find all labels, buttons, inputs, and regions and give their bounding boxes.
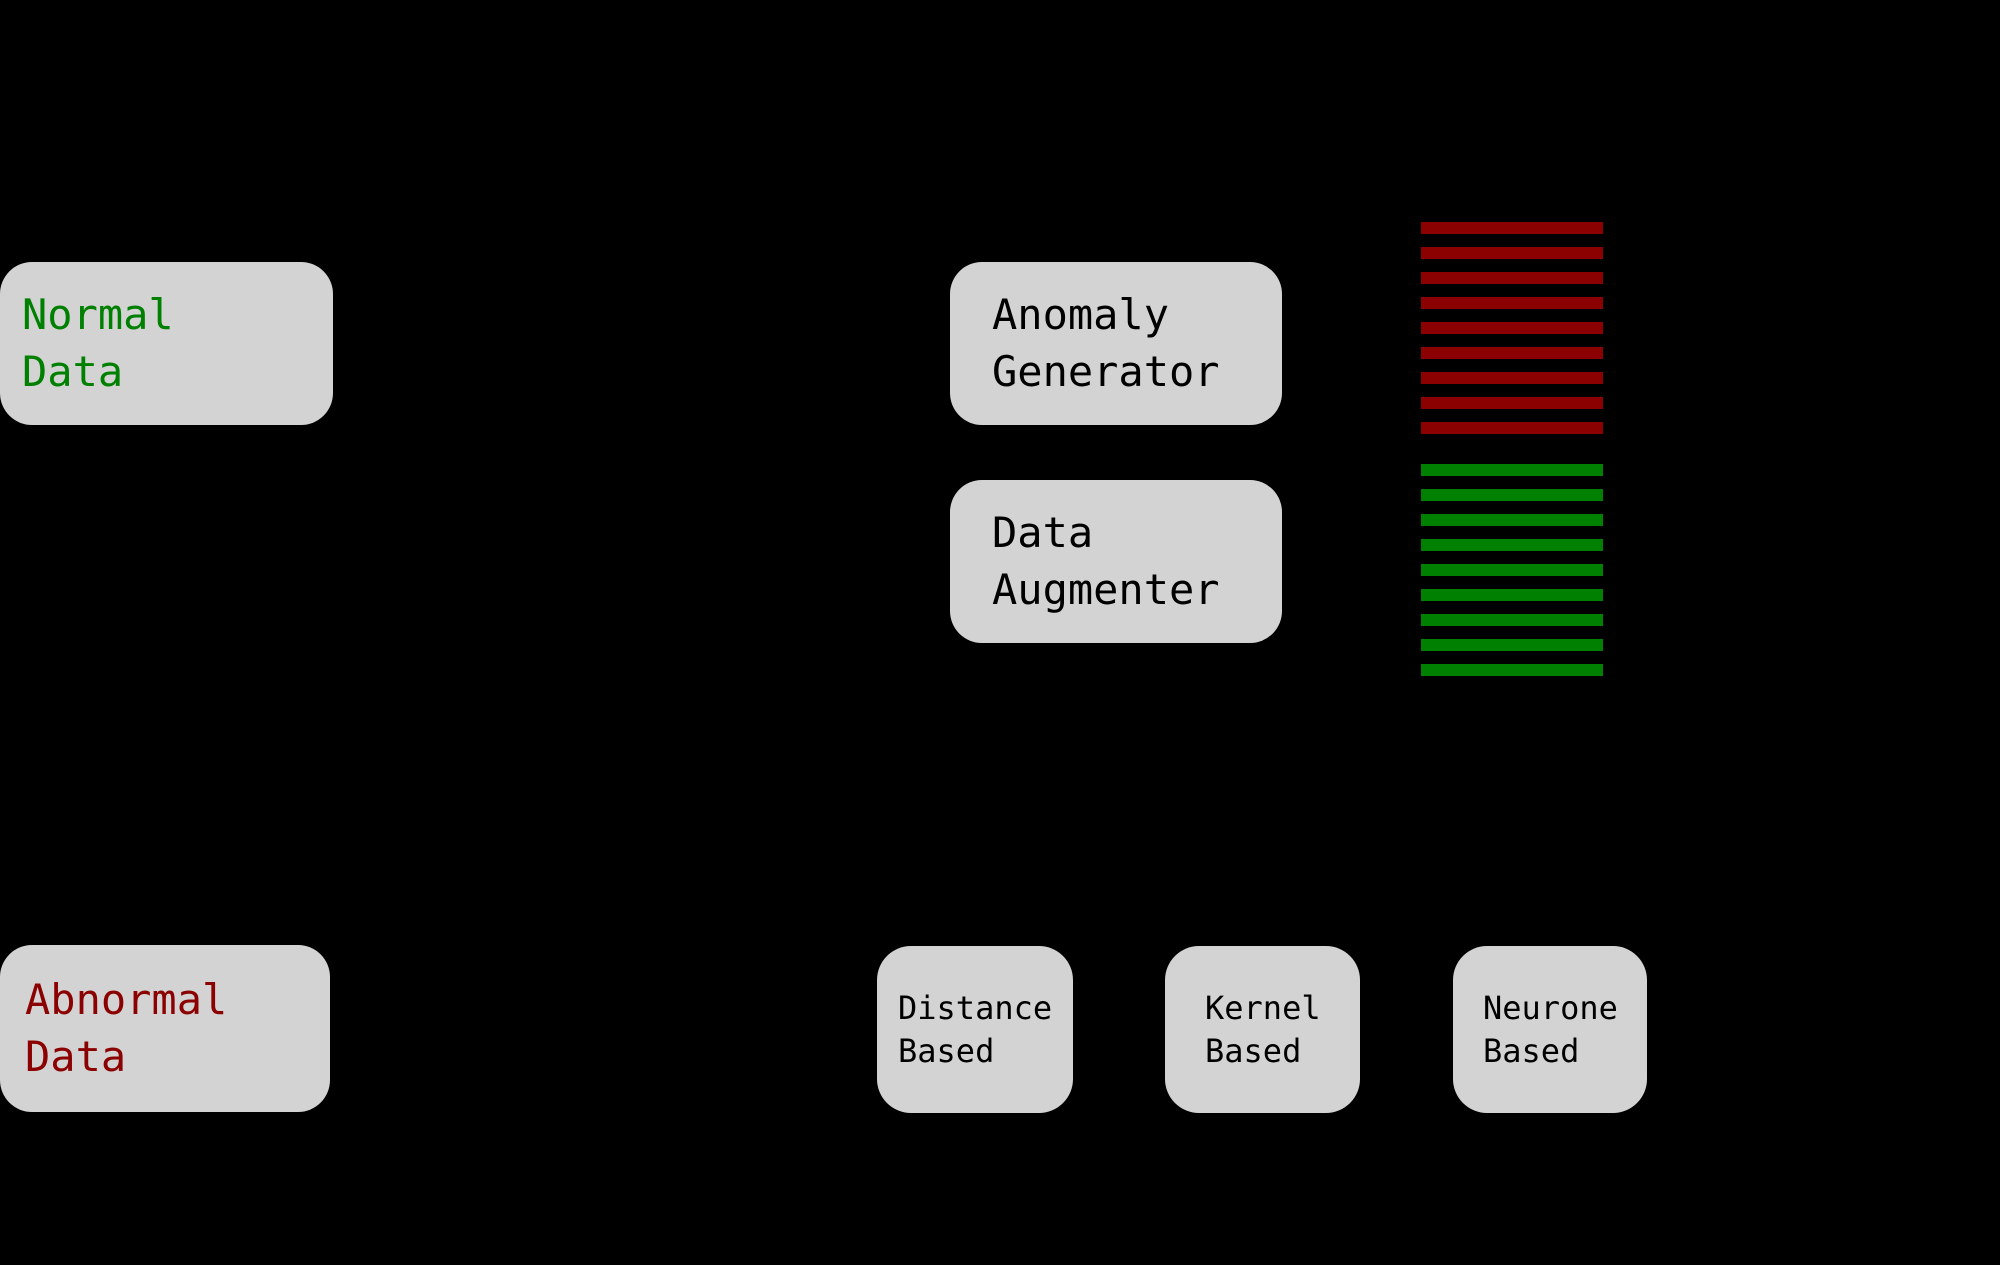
node-kernel-based: Kernel Based (1165, 946, 1360, 1113)
stripe (1421, 222, 1603, 234)
node-data-augmenter: Data Augmenter (950, 480, 1282, 643)
node-normal-data-label: Normal Data (22, 290, 174, 396)
normal-data-stripes (1421, 464, 1603, 676)
node-normal-data: Normal Data (0, 262, 333, 425)
stripe (1421, 397, 1603, 409)
node-neurone-based: Neurone Based (1453, 946, 1647, 1113)
node-neurone-based-label: Neurone Based (1483, 988, 1618, 1070)
node-kernel-based-label: Kernel Based (1205, 988, 1321, 1070)
stripe (1421, 464, 1603, 476)
stripe (1421, 564, 1603, 576)
node-abnormal-data: Abnormal Data (0, 945, 330, 1112)
anomaly-data-stripes (1421, 222, 1603, 434)
stripe (1421, 247, 1603, 259)
stripe (1421, 489, 1603, 501)
stripe (1421, 664, 1603, 676)
stripe (1421, 322, 1603, 334)
stripe (1421, 347, 1603, 359)
stripe (1421, 422, 1603, 434)
stripe (1421, 614, 1603, 626)
stripe (1421, 297, 1603, 309)
stripe (1421, 639, 1603, 651)
node-anomaly-generator: Anomaly Generator (950, 262, 1282, 425)
node-abnormal-data-label: Abnormal Data (25, 975, 228, 1081)
stripe (1421, 514, 1603, 526)
stripe (1421, 272, 1603, 284)
stripe (1421, 589, 1603, 601)
node-distance-based-label: Distance Based (898, 988, 1053, 1070)
node-data-augmenter-label: Data Augmenter (992, 508, 1220, 614)
node-anomaly-generator-label: Anomaly Generator (992, 290, 1220, 396)
stripe (1421, 539, 1603, 551)
stripe (1421, 372, 1603, 384)
node-distance-based: Distance Based (877, 946, 1073, 1113)
